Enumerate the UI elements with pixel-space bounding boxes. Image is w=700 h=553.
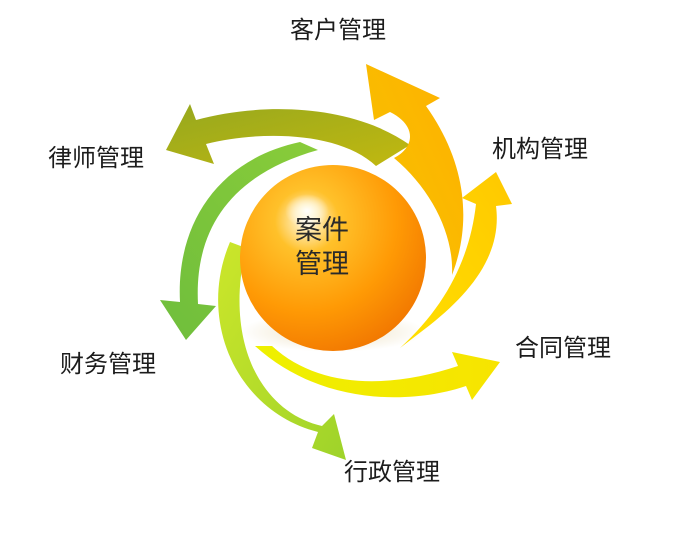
label-finance: 财务管理 [60, 352, 156, 376]
label-client: 客户管理 [290, 18, 386, 42]
label-admin: 行政管理 [344, 460, 440, 484]
arrow-contract [255, 346, 500, 400]
center-label: 案件 管理 [272, 214, 372, 282]
center-label-line1: 案件 [272, 214, 372, 248]
center-label-line2: 管理 [272, 248, 372, 282]
label-lawyer: 律师管理 [48, 146, 144, 170]
label-contract: 合同管理 [515, 336, 611, 360]
label-org: 机构管理 [492, 137, 588, 161]
